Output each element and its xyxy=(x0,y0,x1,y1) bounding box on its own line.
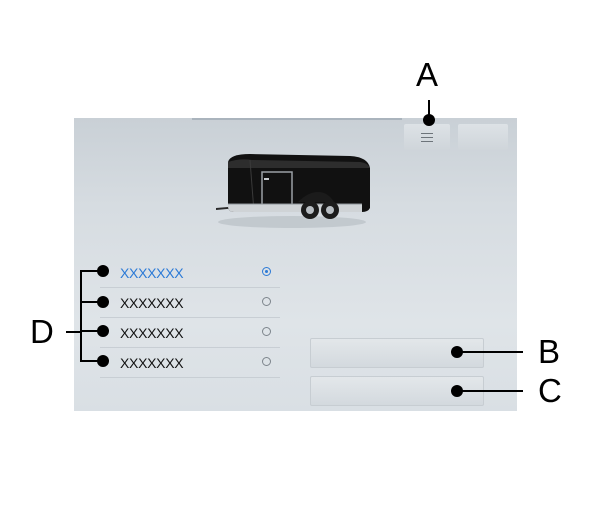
callout-label-a: A xyxy=(416,56,439,93)
hamburger-menu-icon xyxy=(421,133,433,145)
option-item[interactable]: XXXXXXX xyxy=(100,348,280,378)
option-label: XXXXXXX xyxy=(120,355,184,371)
menu-button[interactable] xyxy=(404,124,450,150)
option-label: XXXXXXX xyxy=(120,265,184,281)
radio-selected-icon[interactable] xyxy=(262,267,271,276)
option-list: XXXXXXX XXXXXXX XXXXXXX XXXXXXX xyxy=(100,258,280,378)
callout-line-d-stem xyxy=(66,331,80,333)
callout-dot-d xyxy=(97,296,109,308)
callout-line-c xyxy=(457,390,523,392)
secondary-top-button[interactable] xyxy=(458,124,508,150)
callout-label-c: C xyxy=(538,372,562,409)
callout-dot-d xyxy=(97,325,109,337)
callout-line-d-branch xyxy=(80,360,102,362)
callout-line-d-branch xyxy=(80,270,102,272)
callout-dot-d xyxy=(97,355,109,367)
callout-line-d-bracket xyxy=(80,270,82,362)
radio-unselected-icon[interactable] xyxy=(262,327,271,336)
option-label: XXXXXXX xyxy=(120,325,184,341)
option-item[interactable]: XXXXXXX xyxy=(100,288,280,318)
option-label: XXXXXXX xyxy=(120,295,184,311)
callout-line-b xyxy=(457,351,523,353)
callout-line-a xyxy=(428,100,430,120)
option-item[interactable]: XXXXXXX xyxy=(100,318,280,348)
option-item[interactable]: XXXXXXX xyxy=(100,258,280,288)
callout-dot-d xyxy=(97,265,109,277)
enclosed-trailer-image xyxy=(216,154,370,228)
callout-label-b: B xyxy=(538,333,561,370)
callout-line-d-branch xyxy=(80,330,102,332)
callout-line-d-branch xyxy=(80,301,102,303)
device-screen: XXXXXXX XXXXXXX XXXXXXX XXXXXXX xyxy=(74,118,517,411)
top-divider xyxy=(192,118,402,120)
radio-unselected-icon[interactable] xyxy=(262,357,271,366)
callout-label-d: D xyxy=(30,313,54,350)
callout-dot-a xyxy=(423,114,435,126)
radio-unselected-icon[interactable] xyxy=(262,297,271,306)
